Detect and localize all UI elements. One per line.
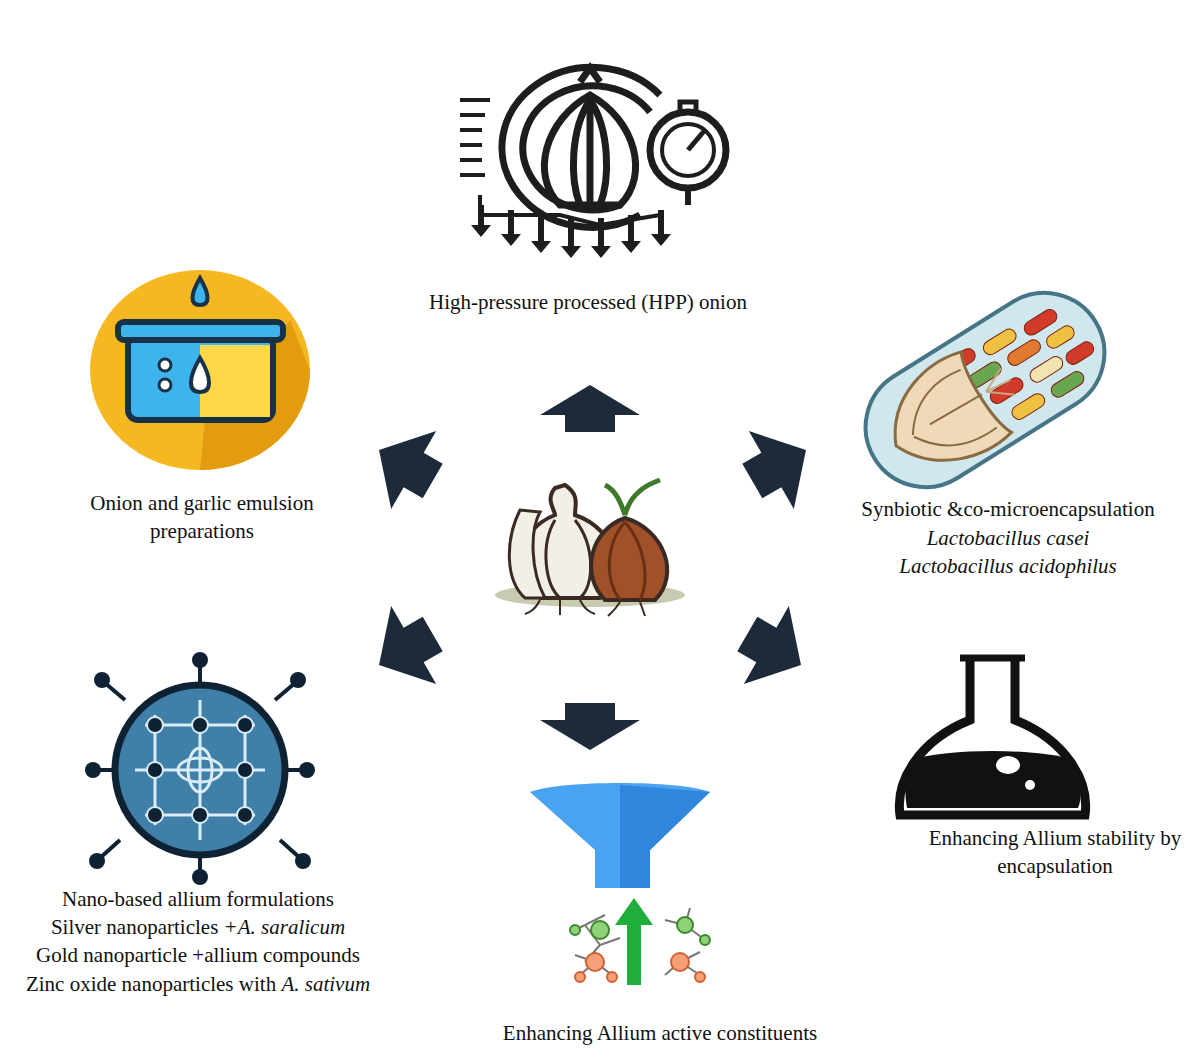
pressure-arrows	[471, 205, 671, 258]
caption-active: Enhancing Allium active constituents	[450, 1019, 870, 1047]
caption-nano: Nano-based allium formulations	[8, 885, 388, 913]
radial-arrows	[357, 385, 829, 750]
nano-icon	[85, 652, 315, 885]
emulsion-icon	[90, 270, 310, 470]
formulation-line: Silver nanoparticles +A. saralicum	[8, 913, 388, 941]
caption-emulsion: Onion and garlic emulsion preparations	[57, 489, 347, 545]
funnel-icon	[530, 783, 710, 985]
caption-synbiotic: Synbiotic &co-microencapsulation	[823, 495, 1193, 523]
flask-icon	[899, 658, 1085, 815]
garlic-onion-icon	[495, 480, 685, 616]
caption-encapsulation: Enhancing Allium stability by encapsulat…	[920, 824, 1190, 880]
formulation-line: Zinc oxide nanoparticles with A. sativum	[2, 970, 394, 998]
species-name: Lactobacillus acidophilus	[858, 552, 1158, 580]
formulation-line: Gold nanoparticle +allium compounds	[3, 941, 393, 969]
hpp-icon	[460, 67, 726, 227]
capsule-icon	[843, 270, 1127, 510]
caption-hpp: High-pressure processed (HPP) onion	[378, 288, 798, 316]
species-name: Lactobacillus casei	[858, 524, 1158, 552]
